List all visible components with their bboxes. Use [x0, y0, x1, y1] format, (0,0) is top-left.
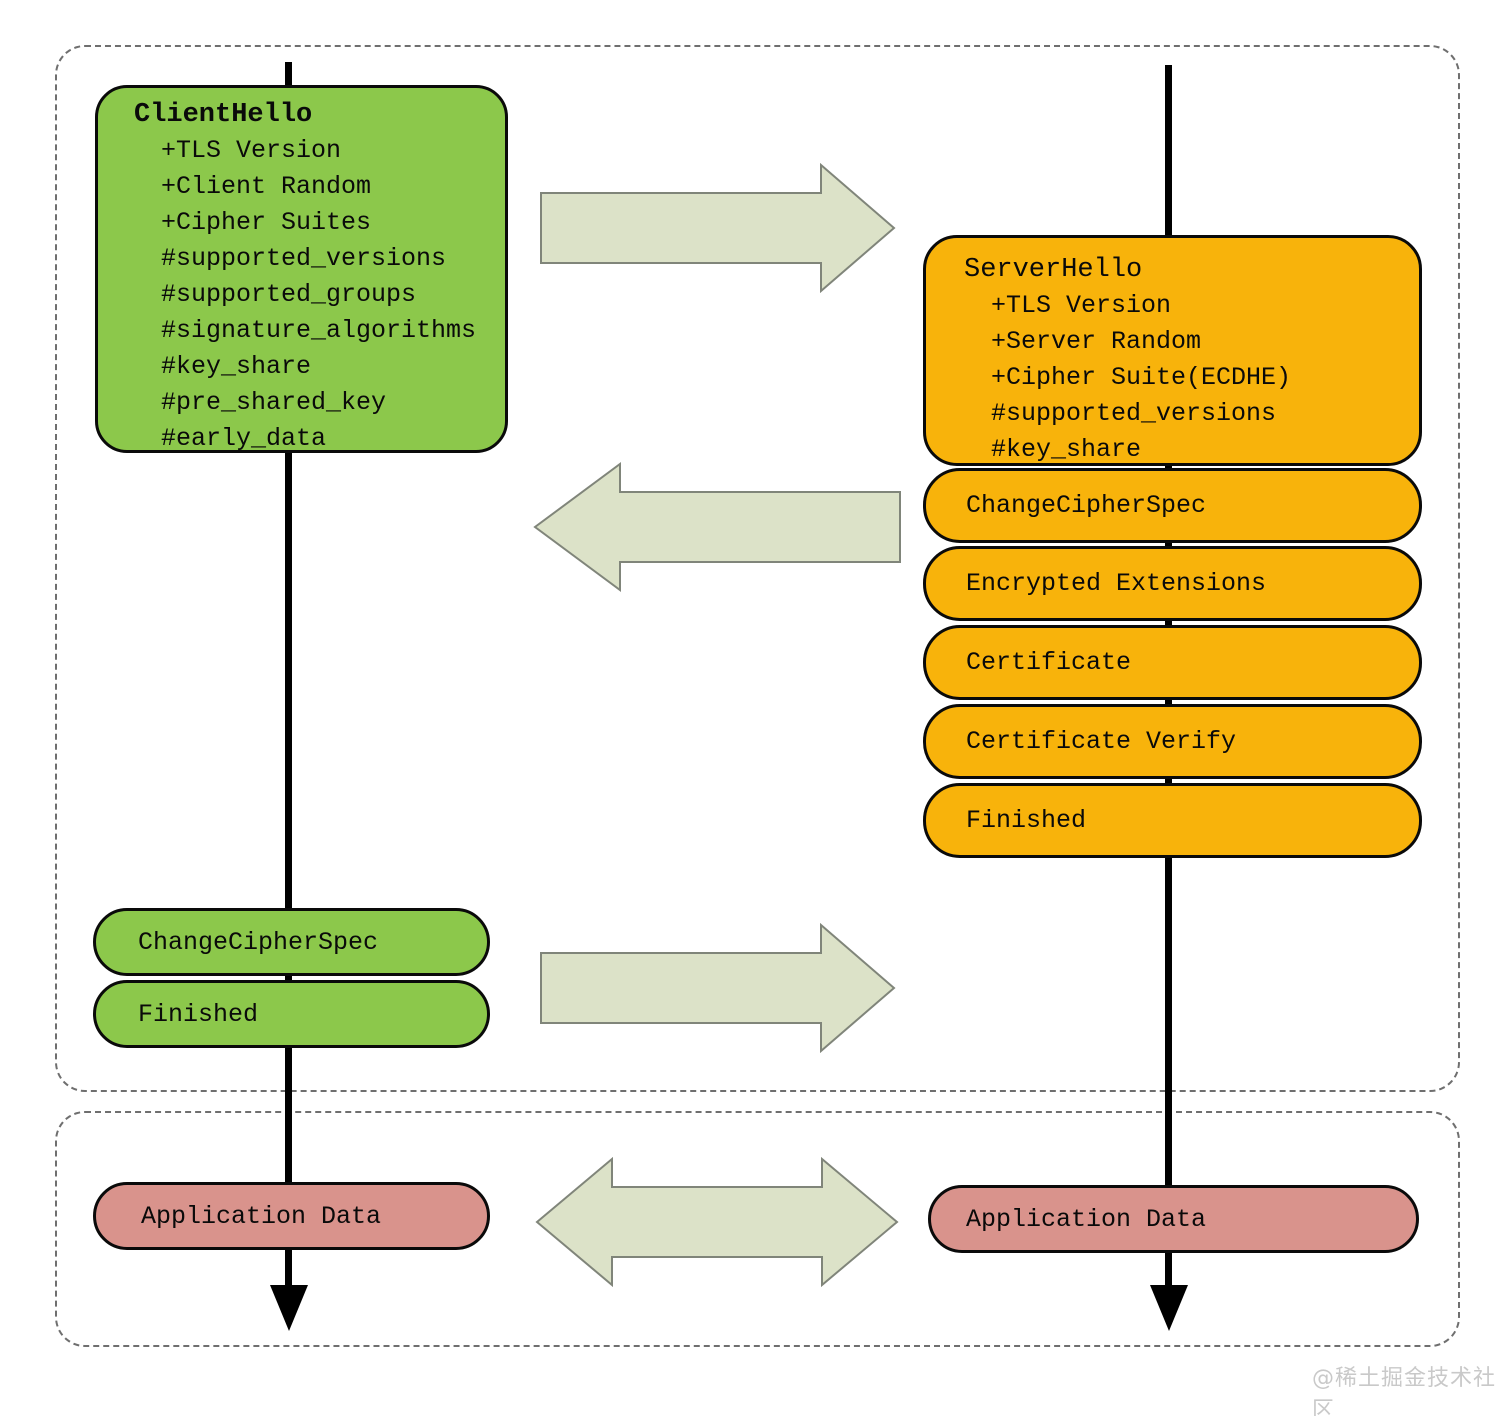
server-message-pill: Finished [923, 783, 1422, 858]
server-application-data-pill: Application Data [928, 1185, 1419, 1253]
server-hello-item: #supported_versions [991, 399, 1277, 428]
client-application-data-pill: Application Data [93, 1182, 490, 1250]
server-hello-title: ServerHello [964, 255, 1143, 285]
server-hello-box: ServerHello +TLS Version +Server Random … [923, 235, 1422, 466]
client-hello-item: #pre_shared_key [161, 388, 387, 417]
client-message-label: Finished [138, 999, 259, 1029]
server-message-label: Encrypted Extensions [966, 569, 1267, 598]
client-hello-box: ClientHello +TLS Version +Client Random … [95, 85, 508, 453]
client-hello-item: +Cipher Suites [161, 208, 372, 237]
application-data-phase-container [55, 1111, 1460, 1347]
server-message-pill: ChangeCipherSpec [923, 468, 1422, 543]
server-lifeline-arrowhead-icon [1150, 1285, 1188, 1331]
server-message-label: Finished [966, 806, 1087, 835]
watermark: @稀土掘金技术社区 [1312, 1366, 1497, 1416]
client-message-pill: ChangeCipherSpec [93, 908, 490, 976]
client-to-server-arrow-icon [540, 163, 896, 293]
client-hello-item: +TLS Version [161, 136, 342, 165]
server-hello-item: +Cipher Suite(ECDHE) [991, 363, 1292, 392]
server-message-label: ChangeCipherSpec [966, 491, 1207, 520]
client-message-pill: Finished [93, 980, 490, 1048]
client-hello-item: #key_share [161, 352, 312, 381]
server-hello-item: #key_share [991, 435, 1142, 464]
handshake-phase-container [55, 45, 1460, 1092]
client-hello-item: #supported_groups [161, 280, 417, 309]
server-hello-item: +TLS Version [991, 291, 1172, 320]
server-to-client-arrow-icon [533, 462, 901, 592]
client-lifeline [285, 62, 292, 1288]
client-hello-item: #signature_algorithms [161, 316, 477, 345]
server-hello-item: +Server Random [991, 327, 1202, 356]
server-message-label: Certificate [966, 648, 1132, 677]
client-lifeline-arrowhead-icon [270, 1285, 308, 1331]
client-hello-item: +Client Random [161, 172, 372, 201]
client-message-label: ChangeCipherSpec [138, 927, 379, 957]
client-hello-item: #early_data [161, 424, 327, 453]
bidirectional-arrow-icon [535, 1157, 899, 1287]
client-hello-item: #supported_versions [161, 244, 447, 273]
client-hello-title: ClientHello [134, 100, 313, 130]
client-to-server-arrow2-icon [540, 923, 896, 1053]
server-message-pill: Encrypted Extensions [923, 546, 1422, 621]
client-application-data-label: Application Data [141, 1201, 382, 1231]
server-message-pill: Certificate Verify [923, 704, 1422, 779]
server-message-pill: Certificate [923, 625, 1422, 700]
server-message-label: Certificate Verify [966, 727, 1237, 756]
server-application-data-label: Application Data [966, 1204, 1207, 1234]
